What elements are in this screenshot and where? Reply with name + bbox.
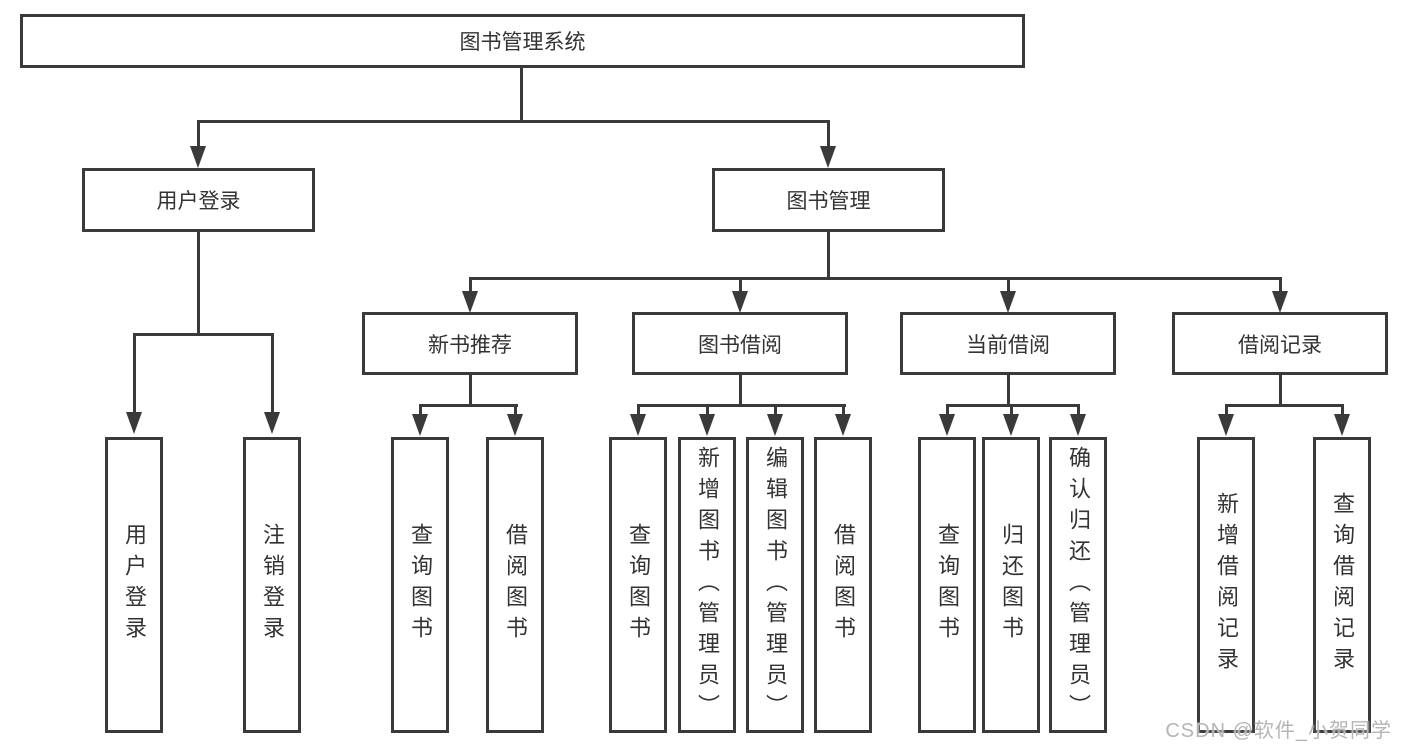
arrow-down-icon [507,414,523,436]
arrow-down-icon [190,146,206,168]
arrow-down-icon [1218,414,1234,436]
leaf-borrow-books: 借阅图书 [814,437,872,733]
leaf-add-books-admin: 新增图书（管理员） [678,437,736,733]
leaf-label: 用户登录 [122,523,147,647]
leaf-label: 借阅图书 [831,523,856,647]
connector-line [637,404,640,416]
leaf-add-borrow-record: 新增借阅记录 [1197,437,1255,733]
leaf-confirm-return-admin: 确认归还（管理员） [1049,437,1107,733]
node-label: 图书管理系统 [459,31,586,54]
leaf-user-login: 用户登录 [105,437,163,733]
leaf-edit-books-admin: 编辑图书（管理员） [746,437,804,733]
connector-line [1225,404,1344,407]
leaf-borrow-books-recommend: 借阅图书 [486,437,544,733]
leaf-label: 查询借阅记录 [1330,492,1355,678]
connector-line [271,333,274,414]
connector-line [1341,404,1344,416]
connector-line [774,404,777,416]
leaf-label: 新增图书（管理员） [695,445,720,725]
arrow-down-icon [1272,291,1288,313]
node-borrowing-records: 借阅记录 [1172,312,1388,375]
arrow-down-icon [835,414,851,436]
arrow-down-icon [1003,414,1019,436]
connector-line [637,404,846,407]
connector-line [419,404,518,407]
connector-line [419,404,422,416]
leaf-label: 新增借阅记录 [1214,492,1239,678]
arrow-down-icon [412,414,428,436]
connector-line [1225,404,1228,416]
arrow-down-icon [699,414,715,436]
connector-line [1279,277,1282,293]
connector-line [469,277,1282,280]
leaf-return-books: 归还图书 [982,437,1040,733]
node-book-borrowing: 图书借阅 [632,312,848,375]
connector-line [842,404,845,416]
connector-line [1007,375,1010,407]
node-book-management: 图书管理 [712,168,945,232]
connector-line [520,68,523,122]
connector-line [739,375,742,407]
connector-line [1279,375,1282,407]
arrow-down-icon [767,414,783,436]
connector-line [946,404,1080,407]
leaf-label: 借阅图书 [503,523,528,647]
arrow-down-icon [820,146,836,168]
connector-line [1077,404,1080,416]
leaf-query-books-borrow: 查询图书 [609,437,667,733]
connector-line [1010,404,1013,416]
leaf-label: 归还图书 [999,523,1024,647]
connector-line [514,404,517,416]
arrow-down-icon [630,414,646,436]
leaf-label: 查询图书 [935,523,960,647]
connector-line [739,277,742,293]
connector-line [197,120,830,123]
arrow-down-icon [939,414,955,436]
node-label: 图书管理 [786,190,871,213]
connector-line [827,120,830,148]
leaf-label: 查询图书 [626,523,651,647]
node-new-book-recommendation: 新书推荐 [362,312,578,375]
connector-line [827,232,830,280]
node-label: 当前借阅 [966,333,1050,357]
node-label: 新书推荐 [428,333,512,357]
arrow-down-icon [462,291,478,313]
connector-line [197,232,200,336]
node-user-login: 用户登录 [82,168,315,232]
arrow-down-icon [732,291,748,313]
leaf-label: 查询图书 [408,523,433,647]
node-root-library-management-system: 图书管理系统 [20,14,1025,68]
leaf-query-books-current: 查询图书 [918,437,976,733]
arrow-down-icon [126,412,142,434]
connector-line [706,404,709,416]
leaf-logout: 注销登录 [243,437,301,733]
leaf-query-borrow-record: 查询借阅记录 [1313,437,1371,733]
node-current-borrowing: 当前借阅 [900,312,1116,375]
arrow-down-icon [264,412,280,434]
arrow-down-icon [1070,414,1086,436]
connector-line [133,333,136,414]
csdn-watermark: CSDN @软件_小贺同学 [1165,720,1392,742]
arrow-down-icon [1334,414,1350,436]
connector-line [946,404,949,416]
leaf-label: 注销登录 [260,523,285,647]
connector-line [133,333,274,336]
node-label: 借阅记录 [1238,333,1322,357]
connector-line [469,277,472,293]
connector-line [1007,277,1010,293]
leaf-label: 编辑图书（管理员） [763,445,788,725]
node-label: 图书借阅 [698,333,782,357]
arrow-down-icon [1000,291,1016,313]
connector-line [469,375,472,407]
node-label: 用户登录 [156,190,241,213]
connector-line [197,120,200,148]
leaf-query-books-recommend: 查询图书 [391,437,449,733]
leaf-label: 确认归还（管理员） [1066,445,1091,725]
